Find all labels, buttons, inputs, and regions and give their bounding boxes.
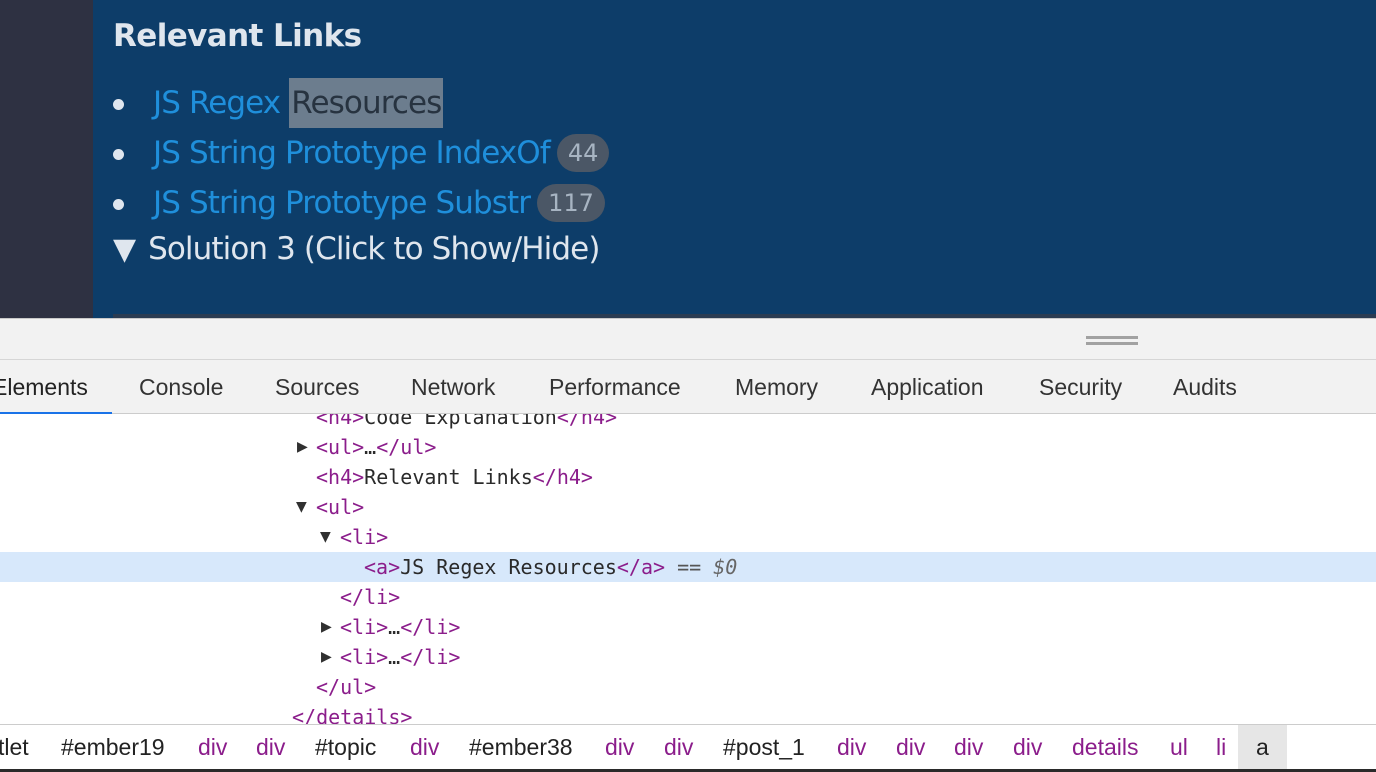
breadcrumb-item[interactable]: div (896, 734, 926, 760)
list-item: JS String Prototype IndexOf 44 (113, 128, 610, 178)
link-label: JS String Prototype IndexOf (153, 135, 551, 171)
breadcrumb-item[interactable]: #post_1 (723, 734, 805, 760)
tab-console[interactable]: Console (139, 374, 224, 400)
breadcrumb-item[interactable]: div (410, 734, 440, 760)
expand-arrow-icon[interactable]: ▶ (321, 649, 332, 665)
expand-arrow-icon[interactable]: ▶ (321, 619, 332, 635)
breadcrumb-item[interactable]: div (954, 734, 984, 760)
window-bottom-edge (0, 769, 1376, 772)
drag-handle-icon[interactable] (1086, 336, 1138, 346)
list-item: JS String Prototype Substr 117 (113, 178, 609, 228)
elements-dom-tree: <h4>Code Explanation</h4> ▶ <ul>…</ul> <… (0, 414, 1376, 724)
dom-node-ul-close[interactable]: </ul> (316, 675, 377, 699)
tab-performance[interactable]: Performance (549, 374, 681, 400)
tab-application[interactable]: Application (871, 374, 984, 400)
dom-node-ul[interactable]: ▶ <ul>…</ul> (0, 432, 1376, 462)
bullet-icon (113, 149, 124, 160)
triangle-down-icon: ▼ (113, 231, 137, 267)
dom-node-li-close[interactable]: </li> (340, 585, 401, 609)
click-count-badge: 117 (537, 184, 605, 222)
inspected-highlight: Resources (289, 78, 444, 128)
collapse-arrow-icon[interactable]: ▼ (296, 499, 307, 515)
dom-node-li[interactable]: ▶ <li>…</li> (0, 612, 1376, 642)
solution-3-toggle[interactable]: ▼ Solution 3 (Click to Show/Hide) (113, 231, 600, 267)
divider (113, 314, 1376, 318)
relevant-links-list: JS Regex Resources JS String Prototype I… (113, 78, 610, 228)
click-count-badge: 44 (556, 134, 610, 172)
breadcrumb-item[interactable]: #ember19 (61, 734, 165, 760)
breadcrumb-item[interactable]: div (198, 734, 228, 760)
post-content: Relevant Links JS Regex Resources JS Str… (93, 0, 1376, 318)
breadcrumb-item[interactable]: tlet (0, 734, 29, 760)
breadcrumb-item[interactable]: div (256, 734, 286, 760)
link-js-string-indexof[interactable]: JS String Prototype IndexOf 44 (153, 134, 610, 172)
dom-node-h4[interactable]: <h4>Relevant Links</h4> (316, 465, 593, 489)
devtools-panel: Elements Console Sources Network Perform… (0, 318, 1376, 772)
breadcrumb-item[interactable]: div (605, 734, 635, 760)
left-rail (0, 0, 93, 318)
bullet-icon (113, 199, 124, 210)
breadcrumb-item[interactable]: details (1072, 734, 1139, 760)
link-js-string-substr[interactable]: JS String Prototype Substr 117 (153, 184, 605, 222)
section-title: Relevant Links (113, 18, 362, 54)
link-label: JS String Prototype Substr (153, 185, 531, 221)
tab-audits[interactable]: Audits (1173, 374, 1237, 400)
breadcrumb-item[interactable]: div (664, 734, 694, 760)
breadcrumb-item[interactable]: ul (1170, 734, 1188, 760)
page-viewport: Relevant Links JS Regex Resources JS Str… (0, 0, 1376, 318)
breadcrumb-item[interactable]: div (1013, 734, 1043, 760)
dom-node-h4[interactable]: <h4>Code Explanation</h4> (316, 414, 618, 429)
expand-arrow-icon[interactable]: ▶ (297, 439, 308, 455)
tab-sources[interactable]: Sources (275, 374, 360, 400)
breadcrumb-item[interactable]: #topic (315, 734, 377, 760)
summary-label: Solution 3 (Click to Show/Hide) (148, 231, 600, 267)
breadcrumb-item[interactable]: li (1216, 734, 1227, 760)
dom-node-li-expanded[interactable]: ▼ <li> (0, 522, 1376, 552)
bullet-icon (113, 99, 124, 110)
tab-security[interactable]: Security (1039, 374, 1123, 400)
breadcrumb-item[interactable]: #ember38 (469, 734, 573, 760)
link-label: JS Regex (153, 85, 281, 121)
list-item: JS Regex Resources (113, 78, 609, 128)
dom-node-a-selected[interactable]: <a>JS Regex Resources</a> == $0 (0, 552, 1376, 582)
devtools-tabbar: Elements Console Sources Network Perform… (0, 360, 1376, 415)
tab-memory[interactable]: Memory (735, 374, 819, 400)
tab-elements[interactable]: Elements (0, 360, 112, 415)
dom-node-ul-expanded[interactable]: ▼ <ul> (0, 492, 1376, 522)
elements-breadcrumbs: tlet #ember19 div div #topic div #ember3… (0, 724, 1376, 770)
devtools-resize-bar[interactable] (0, 319, 1376, 360)
breadcrumb-item-active[interactable]: a (1238, 725, 1287, 770)
collapse-arrow-icon[interactable]: ▼ (320, 529, 331, 545)
link-js-regex-resources[interactable]: JS Regex Resources (153, 78, 444, 128)
breadcrumb-item[interactable]: div (837, 734, 867, 760)
dom-node-li[interactable]: ▶ <li>…</li> (0, 642, 1376, 672)
tab-network[interactable]: Network (411, 374, 496, 400)
dom-node-details-close[interactable]: </details> (292, 705, 413, 724)
